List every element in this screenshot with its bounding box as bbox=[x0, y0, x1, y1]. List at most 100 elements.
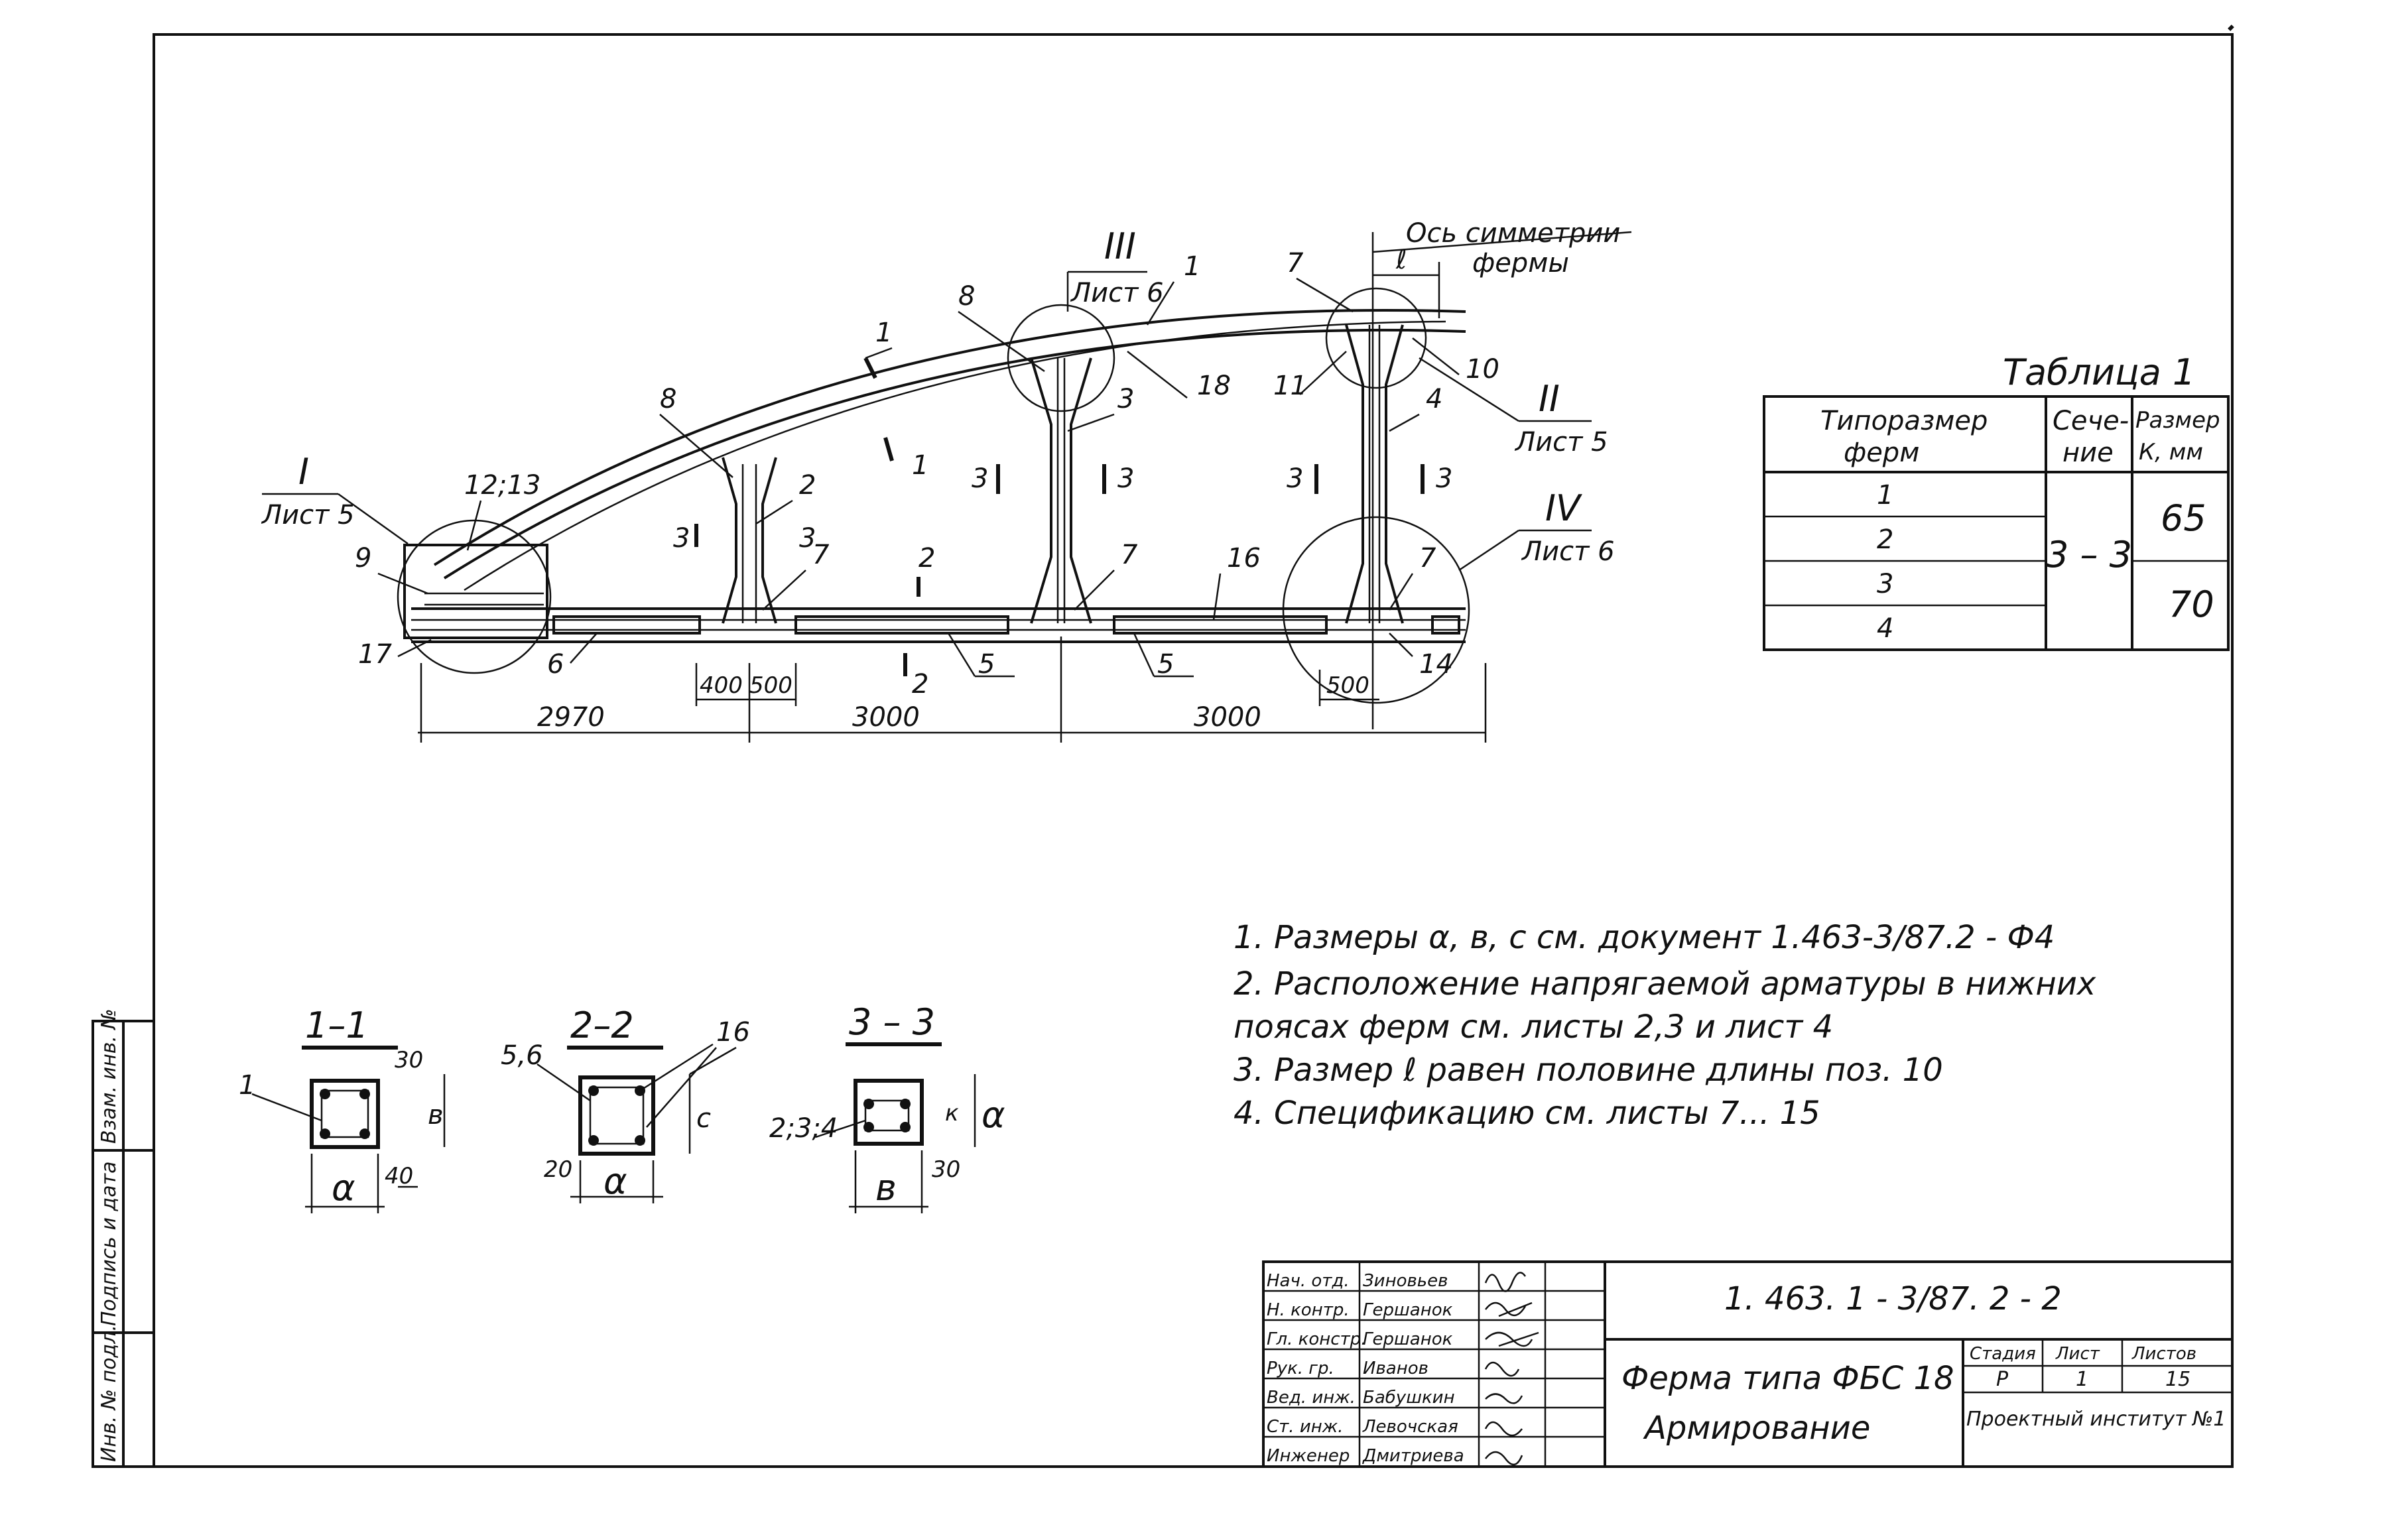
svg-text:8: 8 bbox=[958, 281, 975, 312]
table-1: Таблица 1 Типоразмер ферм Сече- ние Разм… bbox=[1763, 351, 2230, 651]
signatures bbox=[1484, 1272, 1539, 1465]
svg-text:3: 3 bbox=[1287, 463, 1303, 494]
svg-text:500: 500 bbox=[1326, 672, 1369, 699]
svg-text:6: 6 bbox=[547, 649, 564, 680]
svg-text:40: 40 bbox=[385, 1163, 413, 1189]
svg-text:30: 30 bbox=[395, 1047, 423, 1073]
svg-text:Лист 5: Лист 5 bbox=[261, 500, 355, 530]
axis-label-2: фермы bbox=[1472, 248, 1569, 278]
svg-text:α: α bbox=[332, 1167, 355, 1209]
svg-text:5,6: 5,6 bbox=[501, 1040, 543, 1071]
svg-text:65: 65 bbox=[2161, 497, 2206, 539]
detail-circle-II bbox=[1325, 287, 1427, 389]
svg-text:Взам. инв. №: Взам. инв. № bbox=[97, 1008, 121, 1144]
svg-text:в: в bbox=[428, 1100, 444, 1130]
note-3: 3. Размер ℓ равен половине длины поз. 10 bbox=[1234, 1052, 1943, 1089]
dim-3000-b: 3000 bbox=[1194, 702, 1261, 733]
svg-text:2: 2 bbox=[912, 669, 928, 699]
svg-text:5: 5 bbox=[978, 649, 995, 680]
svg-text:Иванов: Иванов bbox=[1363, 1359, 1428, 1378]
svg-text:500: 500 bbox=[749, 672, 792, 699]
svg-text:III: III bbox=[1104, 225, 1136, 267]
svg-text:1: 1 bbox=[239, 1070, 255, 1101]
svg-text:Ст. инж.: Ст. инж. bbox=[1267, 1417, 1343, 1437]
drawing-name-2: Армирование bbox=[1643, 1410, 1870, 1447]
svg-text:20: 20 bbox=[544, 1156, 572, 1183]
top-chord-bar bbox=[464, 320, 1446, 591]
svg-text:Нач. отд.: Нач. отд. bbox=[1267, 1271, 1350, 1291]
svg-text:Левочская: Левочская bbox=[1362, 1417, 1458, 1437]
svg-text:1: 1 bbox=[912, 450, 928, 481]
svg-text:Инв. № подл.: Инв. № подл. bbox=[97, 1325, 121, 1462]
svg-text:Типоразмер: Типоразмер bbox=[1820, 406, 1988, 436]
post-2 bbox=[1030, 357, 1092, 624]
svg-text:3: 3 bbox=[1117, 384, 1134, 414]
svg-text:14: 14 bbox=[1419, 649, 1453, 680]
svg-text:с: с bbox=[696, 1103, 711, 1134]
plate-6 bbox=[552, 615, 701, 635]
svg-text:к: к bbox=[945, 1100, 959, 1126]
svg-text:Лист 5: Лист 5 bbox=[1514, 427, 1608, 457]
svg-text:3 – 3: 3 – 3 bbox=[2046, 534, 2132, 576]
svg-text:10: 10 bbox=[1466, 354, 1499, 385]
detail-circle-III bbox=[1007, 304, 1115, 412]
svg-text:α: α bbox=[603, 1160, 627, 1202]
svg-text:1: 1 bbox=[1877, 480, 1893, 511]
svg-text:Лист: Лист bbox=[2055, 1344, 2100, 1364]
svg-text:2: 2 bbox=[919, 543, 935, 574]
svg-text:18: 18 bbox=[1197, 371, 1231, 401]
svg-text:12;13: 12;13 bbox=[464, 470, 540, 501]
svg-text:1–1: 1–1 bbox=[305, 1004, 369, 1046]
svg-text:1: 1 bbox=[1184, 251, 1200, 282]
svg-text:Н. контр.: Н. контр. bbox=[1267, 1300, 1350, 1320]
dim-2970: 2970 bbox=[537, 702, 605, 733]
svg-text:4: 4 bbox=[1877, 613, 1893, 644]
svg-text:Вед. инж.: Вед. инж. bbox=[1267, 1388, 1356, 1408]
svg-text:400: 400 bbox=[700, 672, 743, 699]
notes: 1. Размеры α, в, с см. документ 1.463-3/… bbox=[1234, 919, 2096, 1132]
note-1: 1. Размеры α, в, с см. документ 1.463-3/… bbox=[1234, 919, 2055, 956]
svg-text:Зиновьев: Зиновьев bbox=[1363, 1271, 1448, 1291]
axis-label-1: Ось симметрии bbox=[1406, 218, 1620, 249]
svg-text:ферм: ферм bbox=[1844, 438, 1919, 468]
svg-text:3: 3 bbox=[1436, 463, 1452, 494]
svg-text:7: 7 bbox=[1121, 540, 1138, 570]
drawing-name-1: Ферма типа ФБС 18 bbox=[1621, 1360, 1954, 1397]
svg-text:2;3;4: 2;3;4 bbox=[769, 1113, 838, 1144]
svg-text:4: 4 bbox=[1426, 384, 1442, 414]
svg-text:Стадия: Стадия bbox=[1970, 1344, 2036, 1364]
svg-text:17: 17 bbox=[358, 639, 392, 670]
svg-text:II: II bbox=[1539, 378, 1560, 420]
svg-text:3: 3 bbox=[1877, 569, 1893, 599]
svg-text:Проектный институт №1: Проектный институт №1 bbox=[1966, 1408, 2226, 1431]
svg-text:Листов: Листов bbox=[2131, 1344, 2196, 1364]
svg-text:2: 2 bbox=[1877, 524, 1893, 555]
svg-text:Рук. гр.: Рук. гр. bbox=[1267, 1359, 1334, 1378]
svg-text:Сече-: Сече- bbox=[2053, 406, 2129, 436]
top-chord-outer bbox=[433, 308, 1466, 566]
top-chord-inner bbox=[443, 328, 1466, 579]
svg-text:11: 11 bbox=[1273, 371, 1307, 401]
section-1-1: 1–1 1 α 40 30 в bbox=[239, 1004, 446, 1213]
svg-text:Гершанок: Гершанок bbox=[1363, 1329, 1453, 1349]
svg-text:3: 3 bbox=[673, 523, 690, 554]
detail-circle-I bbox=[397, 519, 552, 674]
svg-text:7: 7 bbox=[812, 540, 830, 570]
svg-text:Гершанок: Гершанок bbox=[1363, 1300, 1453, 1320]
svg-text:8: 8 bbox=[660, 384, 676, 414]
note-4: 4. Спецификацию см. листы 7... 15 bbox=[1234, 1095, 1820, 1132]
svg-text:ние: ние bbox=[2062, 438, 2114, 468]
detail-circle-IV bbox=[1282, 516, 1470, 704]
truss-elevation: Ось симметрии фермы ℓ I Лист 5 III Лист … bbox=[261, 218, 1632, 743]
svg-text:16: 16 bbox=[716, 1017, 750, 1048]
svg-text:15: 15 bbox=[2165, 1368, 2190, 1391]
svg-text:1: 1 bbox=[2076, 1368, 2088, 1391]
svg-text:7: 7 bbox=[1419, 543, 1436, 574]
table-title: Таблица 1 bbox=[2003, 351, 2195, 393]
plate-5b bbox=[1113, 615, 1328, 635]
dim-l: ℓ bbox=[1395, 245, 1407, 275]
svg-text:К, мм: К, мм bbox=[2139, 439, 2203, 465]
note-2b: поясах ферм см. листы 2,3 и лист 4 bbox=[1234, 1008, 1833, 1046]
svg-text:Дмитриева: Дмитриева bbox=[1362, 1446, 1464, 1466]
